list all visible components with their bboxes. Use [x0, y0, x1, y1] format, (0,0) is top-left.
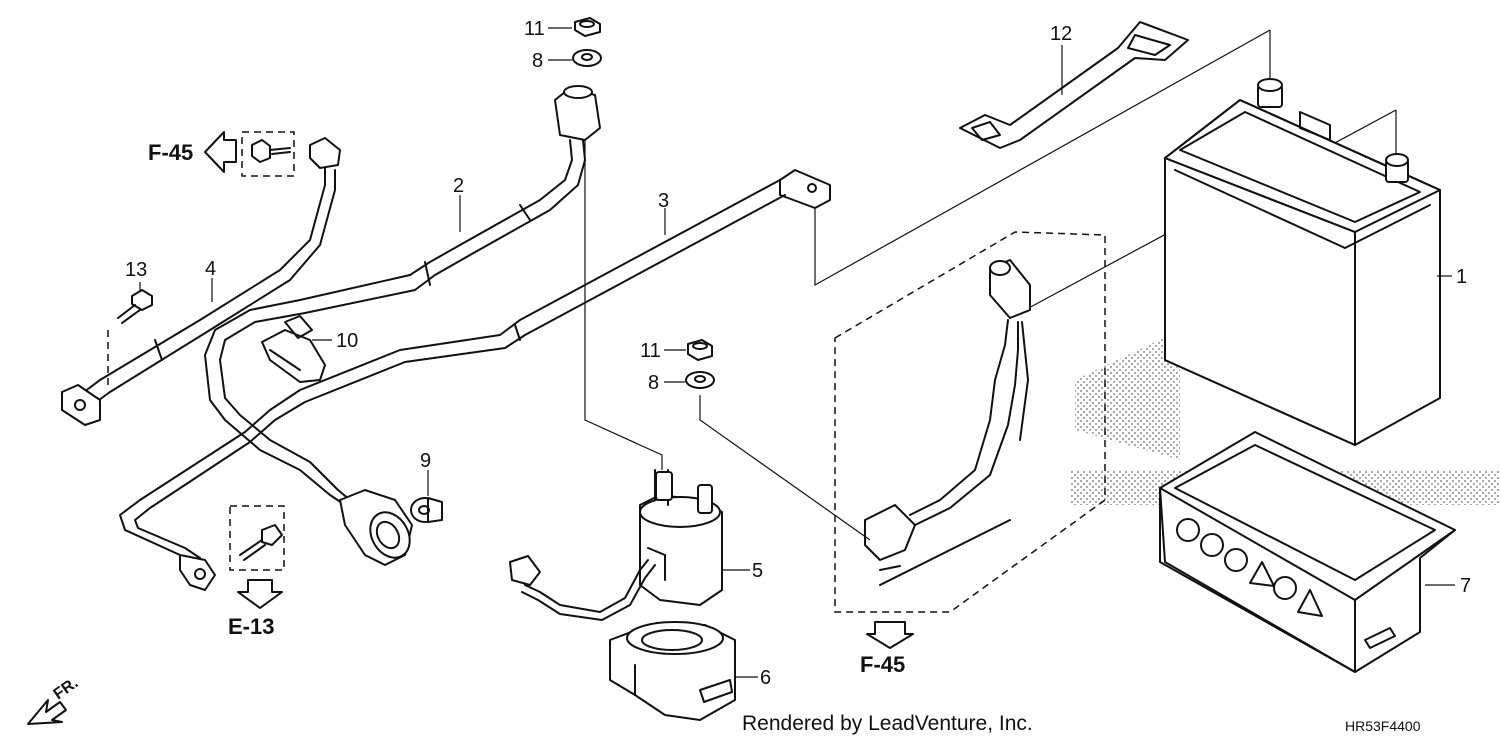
front-direction-label: FR. [51, 675, 82, 704]
battery-band[interactable] [959, 21, 1189, 149]
ground-bolt[interactable] [251, 139, 291, 163]
harness-extension [879, 519, 1011, 586]
part-number-nut-top: 11 [524, 18, 545, 40]
washer-mid[interactable] [685, 371, 715, 389]
part-number-starter-cable: 2 [453, 175, 464, 197]
part-number-battery: 1 [1456, 266, 1467, 288]
part-number-starter-relay: 5 [752, 560, 763, 582]
nut-top[interactable] [574, 17, 601, 37]
bolt[interactable] [107, 289, 153, 390]
starter-terminal-leader [584, 140, 663, 470]
harness-cable[interactable] [864, 259, 1031, 561]
rendered-by-text: Rendered by LeadVenture, Inc. [742, 712, 1033, 735]
grommet[interactable] [410, 497, 443, 523]
ground-ref-label: F-45 [148, 140, 193, 165]
frame-bolt[interactable] [239, 524, 283, 561]
front-direction-arrow [27, 699, 67, 725]
clamp[interactable] [261, 315, 326, 383]
part-number-clamp: 10 [336, 330, 358, 352]
starter-relay[interactable] [509, 469, 723, 621]
battery-cable-terminal-leader [699, 395, 871, 541]
ground-ref-arrow [204, 131, 237, 173]
relay-cover[interactable] [609, 621, 736, 721]
battery-cable[interactable] [119, 169, 831, 591]
drawing-code: HR53F4400 [1345, 718, 1421, 734]
washer-top[interactable] [572, 49, 602, 67]
part-number-ground-cable: 4 [205, 258, 216, 280]
harness-ref-arrow [866, 621, 914, 649]
harness-dashed-outline [834, 231, 1106, 613]
part-number-washer-top: 8 [532, 50, 543, 72]
part-number-battery-box: 7 [1460, 575, 1471, 597]
ground-cable[interactable] [61, 137, 341, 426]
frame-bolt-dashed-box [229, 505, 285, 571]
part-number-nut-mid: 11 [640, 340, 661, 362]
battery[interactable] [1164, 78, 1441, 446]
harness-ref-label: F-45 [860, 652, 905, 677]
part-number-relay-cover: 6 [760, 667, 771, 689]
nut-mid[interactable] [687, 339, 713, 361]
part-number-bolt: 13 [125, 259, 147, 281]
part-number-battery-band: 12 [1050, 23, 1072, 45]
part-number-grommet: 9 [420, 450, 431, 472]
part-number-washer-mid: 8 [648, 372, 659, 394]
frame-ref-label: E-13 [228, 614, 274, 639]
starter-cable[interactable] [204, 85, 601, 566]
battery-box[interactable] [1159, 431, 1456, 673]
ground-bolt-dashed-box [241, 131, 295, 177]
frame-ref-arrow [237, 579, 283, 609]
part-number-battery-cable: 3 [658, 190, 669, 212]
harness-stub [879, 565, 901, 571]
